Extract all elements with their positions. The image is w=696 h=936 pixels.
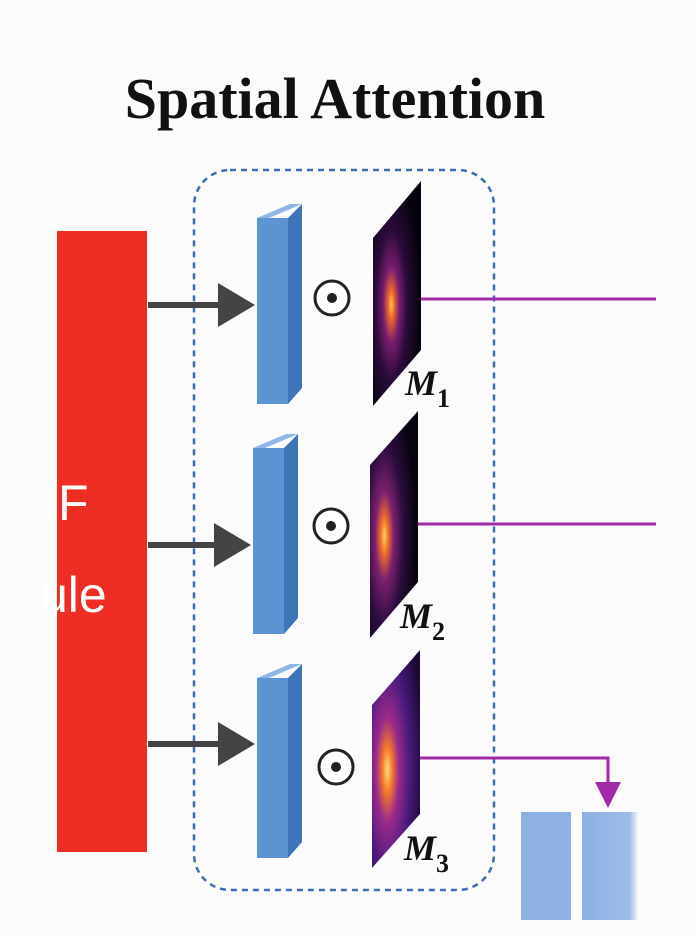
map-label-3: M3: [403, 828, 449, 878]
branch-1: M1: [148, 181, 656, 413]
arrow-head: [214, 523, 251, 567]
diagram-title: Spatial Attention: [125, 66, 546, 131]
operator-dot: [331, 762, 341, 772]
attention-map-2: [370, 411, 418, 638]
output-line-3: [420, 756, 610, 786]
feature-block: [253, 434, 298, 634]
module-block: [57, 231, 147, 852]
output-arrow-head: [595, 782, 621, 808]
feature-block: [257, 204, 302, 404]
module-label-line1: F: [58, 475, 89, 531]
branch-2: M2: [148, 411, 656, 646]
arrow-head: [218, 722, 255, 766]
attention-map-3: [372, 650, 420, 868]
map-label-1: M1: [404, 363, 450, 413]
feature-block: [257, 664, 302, 858]
branch-3: M3: [148, 650, 621, 878]
operator-dot: [326, 521, 336, 531]
attention-dashed-box: [192, 168, 496, 892]
operator-dot: [327, 293, 337, 303]
output-block-left: [521, 812, 571, 920]
module-label-line2: ule: [40, 567, 107, 623]
map-label-2: M2: [399, 596, 445, 646]
attention-map-1: [373, 181, 421, 406]
output-block-right: [582, 812, 638, 920]
arrow-head: [218, 283, 255, 327]
